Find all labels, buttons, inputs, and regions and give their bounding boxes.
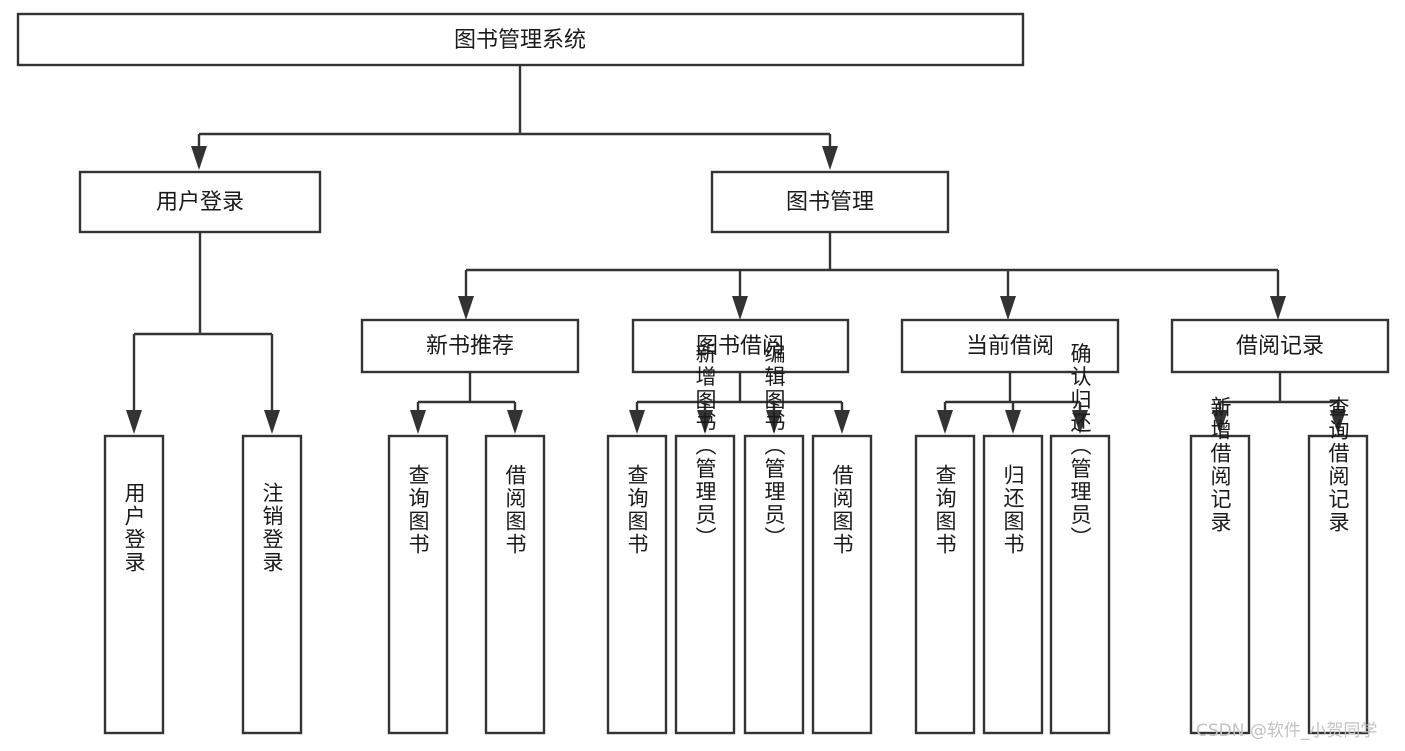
leaf-borrow-record-0-label: 新增借阅记录 [1208,396,1232,534]
arrow-icon-newbook-1 [507,410,523,434]
node-book-management[interactable]: 图书管理 [710,170,950,234]
leaf-book-borrow-2[interactable]: 编辑图书（管理员） [743,343,805,735]
node-book-borrow-box [631,318,850,374]
arrow-icon-bookmgmt-1 [732,296,748,320]
node-root-system[interactable]: 图书管理系统 [16,12,1025,67]
node-current-borrow-label: 当前借阅 [966,334,1054,359]
leaf-book-borrow-1-label: 新增图书（管理员） [693,343,717,550]
leaf-user-login-0-box [103,434,165,735]
arrow-icon-borrowrecord-1 [1330,410,1346,434]
node-borrow-record-box [1170,318,1390,374]
leaf-book-borrow-2-box [743,434,805,735]
arrow-icon-level1-1 [822,146,838,170]
arrow-icon-bookborrow-2 [766,410,782,434]
leaf-new-book-recommend-1-box [484,434,546,735]
leaf-current-borrow-2-box [1049,434,1111,735]
arrow-icon-userlogin-0 [126,410,142,434]
node-root-system-label: 图书管理系统 [454,28,586,53]
arrow-icon-bookmgmt-2 [1000,296,1016,320]
node-current-borrow[interactable]: 当前借阅 [900,318,1120,374]
leaf-current-borrow-2-label: 确认归还（管理员） [1068,343,1092,550]
arrow-icon-currentborrow-1 [1005,410,1021,434]
leaf-current-borrow-0-label: 查询图书 [933,464,957,556]
node-book-management-label: 图书管理 [786,190,874,215]
arrow-icon-currentborrow-2 [1072,410,1088,434]
arrow-icon-bookmgmt-3 [1270,296,1286,320]
leaf-user-login-0-label: 用户登录 [122,482,146,574]
leaf-user-login-0[interactable]: 用户登录 [103,434,165,735]
leaf-book-borrow-3-label: 借阅图书 [830,464,854,556]
node-book-management-box [710,170,950,234]
leaf-new-book-recommend-1[interactable]: 借阅图书 [484,434,546,735]
leaf-book-borrow-3[interactable]: 借阅图书 [811,434,873,735]
leaf-current-borrow-2[interactable]: 确认归还（管理员） [1049,343,1111,735]
leaf-book-borrow-2-label: 编辑图书（管理员） [762,343,786,550]
leaf-new-book-recommend-1-label: 借阅图书 [503,464,527,556]
leaf-user-login-1-box [241,434,303,735]
node-new-book-recommend-box [360,318,580,374]
arrow-icon-currentborrow-0 [937,410,953,434]
watermark-label: CSDN @软件_小贺同学 [1196,721,1377,741]
arrow-icon-userlogin-1 [264,410,280,434]
node-new-book-recommend-label: 新书推荐 [426,334,514,359]
leaf-current-borrow-1[interactable]: 归还图书 [982,434,1044,735]
node-borrow-record-label: 借阅记录 [1236,334,1324,359]
arrow-icon-level1-0 [191,146,207,170]
leaf-new-book-recommend-0-label: 查询图书 [406,464,430,556]
leaf-borrow-record-1[interactable]: 查询借阅记录 [1307,396,1369,735]
leaf-current-borrow-0[interactable]: 查询图书 [914,434,976,735]
arrow-icon-bookmgmt-0 [458,296,474,320]
leaf-current-borrow-0-box [914,434,976,735]
leaf-user-login-1-label: 注销登录 [260,482,284,574]
leaf-book-borrow-3-box [811,434,873,735]
node-borrow-record[interactable]: 借阅记录 [1170,318,1390,374]
node-user-login[interactable]: 用户登录 [78,170,322,234]
leaf-book-borrow-0[interactable]: 查询图书 [606,434,668,735]
leaf-book-borrow-0-box [606,434,668,735]
leaf-borrow-record-0[interactable]: 新增借阅记录 [1189,396,1251,735]
leaf-book-borrow-1[interactable]: 新增图书（管理员） [674,343,736,735]
node-book-borrow-label: 图书借阅 [696,334,784,359]
node-current-borrow-box [900,318,1120,374]
leaf-current-borrow-1-label: 归还图书 [1001,464,1025,556]
arrow-icon-bookborrow-0 [629,410,645,434]
leaf-user-login-1[interactable]: 注销登录 [241,434,303,735]
leaf-new-book-recommend-0[interactable]: 查询图书 [387,434,449,735]
leaf-current-borrow-1-box [982,434,1044,735]
leaf-borrow-record-1-label: 查询借阅记录 [1326,396,1350,534]
arrow-icon-bookborrow-1 [697,410,713,434]
arrow-icon-newbook-0 [410,410,426,434]
leaf-borrow-record-1-box [1307,434,1369,735]
arrow-icon-borrowrecord-0 [1212,410,1228,434]
node-new-book-recommend[interactable]: 新书推荐 [360,318,580,374]
leaf-borrow-record-0-box [1189,434,1251,735]
leaf-book-borrow-1-box [674,434,736,735]
node-root-system-box [16,12,1025,67]
node-user-login-label: 用户登录 [156,190,244,215]
leaf-new-book-recommend-0-box [387,434,449,735]
arrow-icon-bookborrow-3 [834,410,850,434]
node-book-borrow[interactable]: 图书借阅 [631,318,850,374]
leaf-book-borrow-0-label: 查询图书 [625,464,649,556]
